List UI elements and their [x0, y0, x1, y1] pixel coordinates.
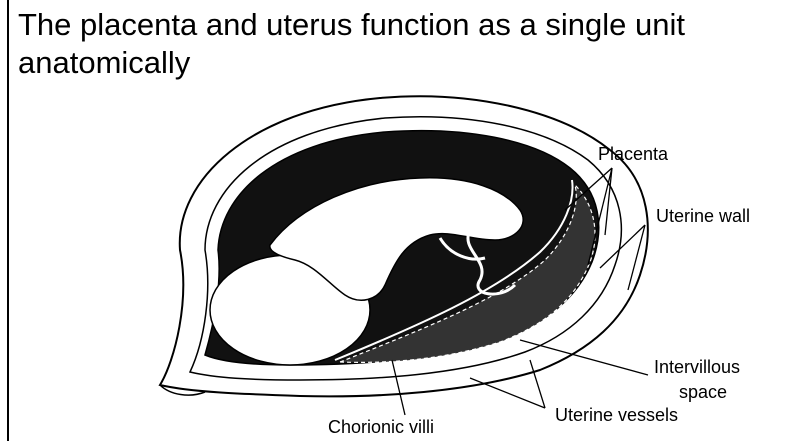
placenta-label: Placenta — [598, 144, 668, 165]
vessels-leader-1 — [470, 378, 545, 408]
uterine-vessels-label: Uterine vessels — [555, 405, 678, 426]
intervillous-space-label-1: Intervillous — [654, 357, 740, 378]
uterine-wall-label: Uterine wall — [656, 206, 750, 227]
chorionic-villi-label: Chorionic villi — [328, 417, 434, 438]
intervillous-space-label-2: space — [679, 382, 727, 403]
